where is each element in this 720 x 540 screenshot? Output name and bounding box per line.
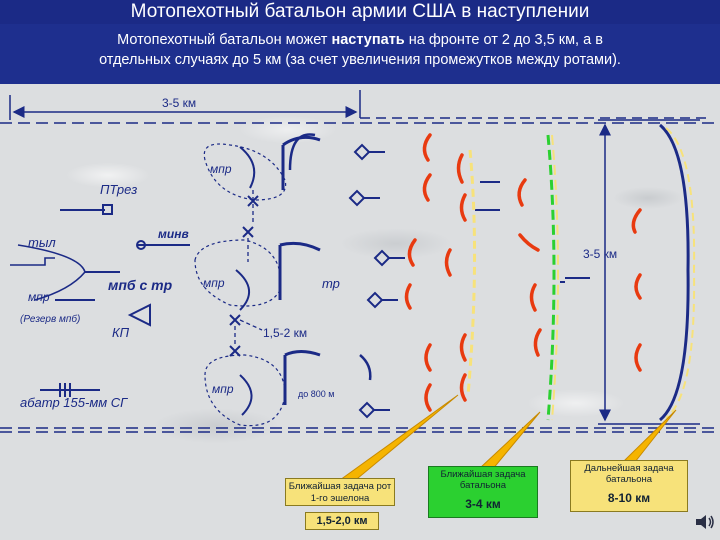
mpr-bottom-label: мпр [212,382,234,396]
mpr-mid-label: мпр [203,276,225,290]
abatr-label: абатр 155-мм СГ [20,395,128,410]
subtitle-part2: на фронте от 2 до 3,5 км, а в [404,32,603,48]
company-areas [194,143,287,427]
tyl-label: тыл [28,235,56,250]
red-arcs [404,133,642,412]
task-line-far [658,123,696,422]
ptrez-label: ПТрез [100,182,137,197]
callout-pointers [338,394,677,484]
bn-near-value-text: 3-4 км [465,497,501,511]
near-task-text: Ближайшая задача рот 1-го эшелона [288,481,392,504]
company-arc-bottom [239,350,372,416]
rear-symbol [10,244,86,301]
do800-label: до 800 м [298,389,334,399]
bn-far-value-text: 8-10 км [607,491,651,505]
vehicle-symbols [348,143,590,419]
mpb-tr-label: мпб с тр [108,277,173,293]
right-depth-dimension [598,119,700,425]
speaker-icon[interactable] [694,512,716,532]
subtitle-part1: Мотопехотный батальон может [117,32,332,48]
kp-label: КП [112,325,130,340]
boundary-lines [0,122,720,433]
mortar-symbol [136,240,190,250]
artillery-symbol [40,383,100,397]
dist-label: 1,5-2 км [263,326,307,340]
minv-label: минв [158,227,189,241]
cross-markers [229,195,259,357]
tr-label: тр [322,276,340,291]
slide-title: Мотопехотный батальон армии США в наступ… [0,0,720,24]
callout-bn-near: Ближайшая задача батальона 3-4 км [428,466,538,518]
bn-far-task-text: Дальнейшая задача батальона [584,463,674,485]
top-width-dimension [9,90,710,120]
kp-symbol [127,303,151,327]
reserve-arrow [55,271,120,301]
callout-near-task: Ближайшая задача рот 1-го эшелона [285,478,395,506]
callout-bn-far: Дальнейшая задача батальона 8-10 км [570,460,688,512]
pt-reserve-symbol [60,204,113,215]
mpr-left-label: мпр [28,290,50,304]
reserve-label: (Резерв мпб) [20,313,80,325]
subtitle-bold: наступать [331,32,405,48]
bn-near-task-text: Ближайшая задача батальона [440,469,526,491]
company-arc-top [239,133,321,190]
slide-subtitle: Мотопехотный батальон может наступать на… [0,24,720,84]
mpr-top-label: мпр [210,162,232,176]
right-depth-label: 3-5 км [583,247,617,261]
callout-near-value: 1,5-2,0 км [305,512,379,530]
near-value-text: 1,5-2,0 км [316,515,368,527]
task-line-near [466,149,477,396]
subtitle-line2: отдельных случаях до 5 км (за счет увели… [99,52,621,68]
task-line-battalion [546,134,559,421]
top-width-label: 3-5 км [162,96,196,110]
link-lines [234,190,263,344]
